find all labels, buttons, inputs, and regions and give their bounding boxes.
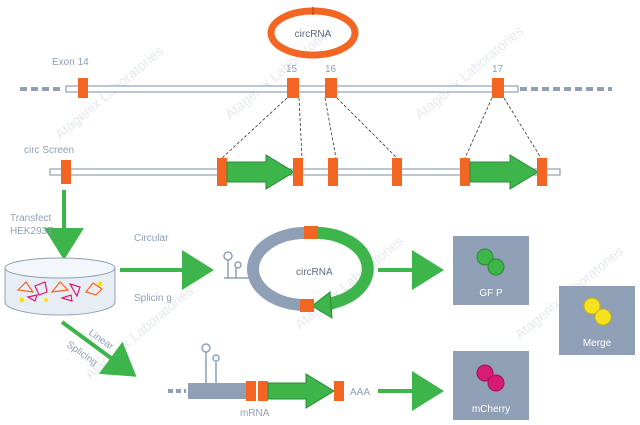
transfect-label-2: HEK293T	[10, 226, 53, 237]
watermark-group: Atagenix Laboratories Atagenix Laborator…	[52, 22, 627, 382]
mrna-exon-1	[246, 381, 256, 401]
proj-4	[336, 97, 398, 159]
circrna-product: circRNA	[223, 226, 374, 319]
aaa-label: AAA	[350, 387, 370, 398]
mrna-label: mRNA	[240, 408, 270, 419]
proj-5	[464, 97, 493, 159]
cell-3	[50, 281, 70, 293]
mcherry-label: mCherry	[472, 404, 510, 415]
merge-label: Merge	[583, 338, 612, 349]
mcherry-panel: mCherry	[453, 351, 529, 420]
exon-16-label: 16	[325, 64, 337, 75]
proj-3	[324, 97, 337, 159]
circrna-exon-top	[304, 226, 318, 239]
circrna-exon-bottom	[300, 299, 314, 312]
mrna-body	[188, 383, 248, 399]
cell-8	[19, 297, 25, 303]
petri-dish	[4, 257, 116, 316]
circular-splicing-step: Circular Splicin g	[120, 233, 214, 304]
dish-top	[4, 257, 116, 279]
gfp-dot-1	[476, 248, 494, 266]
hairpin-loop-2	[234, 261, 242, 269]
exon-17-label: 17	[492, 64, 504, 75]
linear-arrow	[60, 320, 137, 377]
cell-5	[84, 282, 103, 296]
mrna-exon-3	[334, 381, 344, 401]
construct-exon-a	[61, 160, 71, 184]
mrna-hairpin-loop-1	[201, 343, 211, 353]
exon-16	[325, 78, 337, 98]
gfp-label: GF P	[479, 288, 503, 299]
watermark-3: Atagenix Laboratories	[412, 22, 527, 122]
merge-dot-2	[594, 308, 612, 326]
circular-label: Circular	[134, 233, 169, 244]
cell-2	[34, 281, 48, 296]
cell-9	[97, 281, 103, 287]
cell-4	[68, 282, 81, 298]
cell-10	[44, 298, 48, 302]
exon-15	[287, 78, 299, 98]
circrna-hairpins	[223, 251, 258, 279]
splicing-circ-label: Splicin g	[134, 293, 172, 304]
mrna-product: mRNA AAA	[168, 343, 370, 419]
hairpin-loop-1	[223, 251, 233, 261]
circrna-green-arc	[311, 226, 374, 312]
cell-1	[16, 281, 35, 293]
exon-17	[492, 78, 504, 98]
circrna-top-label: circRNA	[295, 29, 332, 40]
gfp-arrow-1	[226, 154, 295, 190]
dish-cells	[16, 281, 103, 303]
exon-14	[78, 78, 88, 98]
gfp-panel: GF P	[453, 236, 529, 305]
proj-6	[503, 97, 542, 159]
mcherry-dot-2	[487, 374, 505, 392]
projection-lines	[221, 97, 542, 159]
circrna-green-head	[311, 291, 333, 319]
mrna-hairpins	[201, 343, 220, 383]
top-circrna: circRNA	[267, 7, 359, 59]
transfect-step: Transfect HEK293T	[10, 190, 84, 260]
construct-exon-g	[537, 158, 547, 186]
construct-exon-b	[217, 158, 227, 186]
mcherry-dot-1	[476, 364, 494, 382]
construct-line	[49, 168, 561, 176]
construct-exon-c	[293, 158, 303, 186]
gfp-dot-2	[487, 258, 505, 276]
cell-7	[60, 294, 73, 302]
merge-dot-1	[583, 297, 601, 315]
gfp-arrow-2	[469, 154, 539, 190]
exon-15-label: 15	[286, 64, 298, 75]
construct-exon-f	[460, 158, 470, 186]
cell-6	[26, 294, 38, 302]
merge-panel: Merge	[559, 286, 635, 355]
proj-2	[298, 97, 303, 159]
genomic-locus: Exon 14 15 16 17	[20, 57, 612, 98]
circ-screen-label: circ Screen	[24, 145, 74, 156]
output-arrows	[378, 250, 444, 411]
circrna-grey-arc	[247, 227, 306, 311]
transfect-label-1: Transfect	[10, 213, 52, 224]
circrna-mid-label: circRNA	[296, 267, 333, 278]
construct-exon-d	[328, 158, 338, 186]
mrna-exon-2	[258, 381, 268, 401]
mrna-hairpin-loop-2	[212, 354, 220, 362]
exon-14-label: Exon 14	[52, 57, 89, 68]
circ-screen-construct: circ Screen	[24, 145, 561, 190]
construct-exon-e	[392, 158, 402, 186]
mrna-gfp-arrow	[267, 373, 335, 409]
